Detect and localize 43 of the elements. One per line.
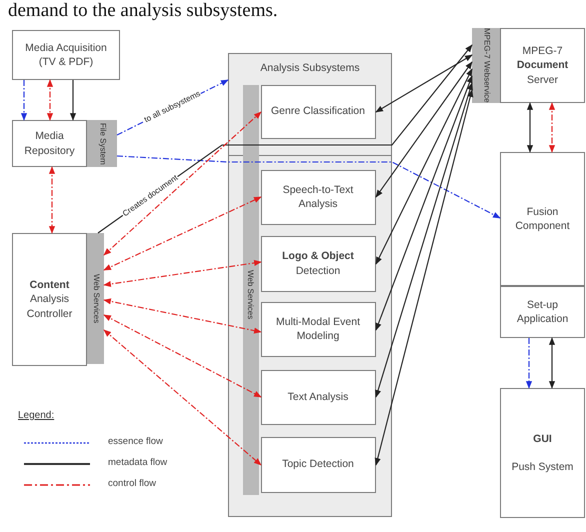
process-box: GUI Push System — [500, 388, 585, 518]
legend-text: essence flow — [108, 436, 163, 447]
arrow — [526, 102, 534, 153]
arrow — [376, 61, 472, 198]
arrow — [375, 75, 473, 331]
arrow — [375, 82, 473, 398]
process-box: Multi-Modal Event Modeling — [260, 302, 376, 356]
process-box: Logo & Object Detection — [260, 236, 376, 292]
arrow — [46, 79, 54, 121]
legend-title: Legend: — [18, 410, 54, 421]
process-box: Set-up Application — [500, 286, 585, 338]
arrow — [548, 337, 556, 389]
caption-text: demand to the analysis subsystems. — [8, 0, 278, 22]
process-box: Speech-to-Text Analysis — [260, 170, 376, 224]
arrow — [548, 102, 556, 153]
interface-tab: MPEG-7 Webservice — [472, 28, 500, 103]
process-box: Content Analysis Controller — [12, 233, 87, 366]
interface-tab: Web Services — [87, 233, 104, 364]
arrow — [374, 89, 474, 466]
process-box: Media Acquisition (TV & PDF) — [12, 30, 120, 80]
arrow — [116, 155, 501, 218]
arrow — [526, 338, 532, 389]
interface-tab: File System — [87, 120, 117, 167]
process-box: Media Repository — [12, 120, 87, 167]
arrow — [375, 54, 473, 112]
arrow — [103, 260, 262, 288]
legend-text: metadata flow — [108, 457, 168, 468]
arrow — [103, 298, 262, 334]
arrow — [20, 80, 28, 121]
arrow — [103, 330, 262, 466]
vertical-label: Web Services — [246, 270, 255, 320]
arrow — [48, 166, 56, 234]
legend-text: control flow — [108, 478, 156, 489]
process-box: MPEG-7 Document Server — [500, 28, 585, 103]
arrow — [103, 314, 262, 398]
arrow — [70, 80, 76, 121]
arrow — [103, 111, 262, 256]
arrow — [103, 196, 262, 270]
arrow — [376, 68, 472, 265]
process-box: Topic Detection — [260, 436, 376, 492]
process-box: Text Analysis — [260, 370, 376, 424]
process-box: Fusion Component — [500, 152, 585, 286]
process-box: Genre Classification — [260, 84, 376, 138]
